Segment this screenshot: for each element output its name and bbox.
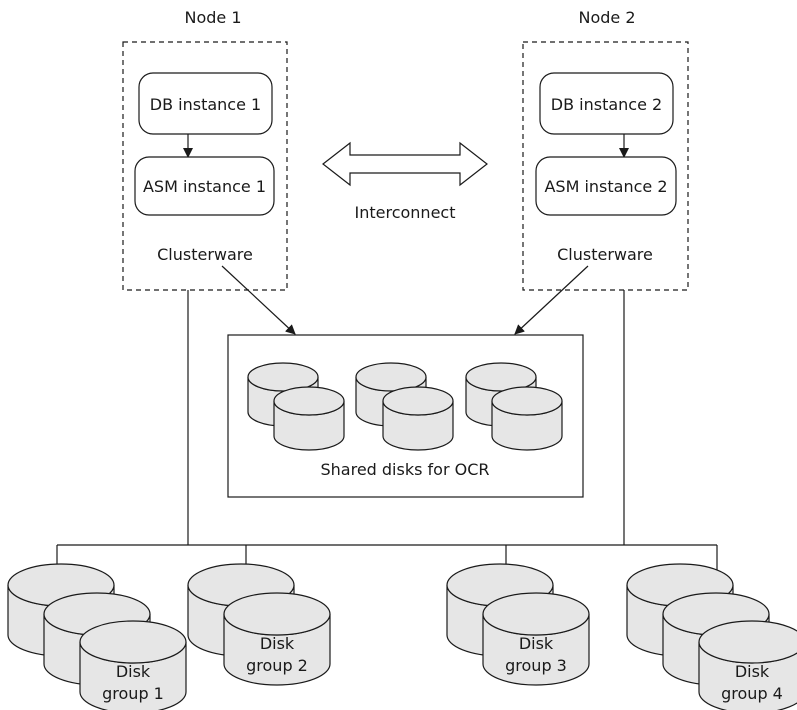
node-2-title: Node 2 bbox=[578, 8, 635, 27]
shared-disks-box: Shared disks for OCR bbox=[227, 334, 584, 498]
disk-group-3-label-line2: group 3 bbox=[505, 656, 567, 675]
asm-instance-2-label: ASM instance 2 bbox=[544, 177, 667, 196]
disk-group-2-disk-2 bbox=[223, 592, 331, 686]
asm-instance-1-label: ASM instance 1 bbox=[143, 177, 266, 196]
ocr-cylinders bbox=[247, 362, 563, 451]
disk-groups: Disk group 1 Disk group 2 Disk group 3 Disk gro… bbox=[7, 563, 797, 710]
ocr-disk-4 bbox=[382, 386, 454, 451]
ocr-disk-2 bbox=[273, 386, 345, 451]
node-1-boundary bbox=[122, 41, 288, 291]
disk-group-2-label-line1: Disk bbox=[260, 634, 295, 653]
node-1: Node 1 DB instance 1 ASM instance 1 Clus… bbox=[122, 8, 288, 291]
shared-disks-label: Shared disks for OCR bbox=[320, 460, 489, 479]
disk-group-3-label-line1: Disk bbox=[519, 634, 554, 653]
interconnect-double-arrow bbox=[322, 141, 488, 187]
disk-group-1-label-line1: Disk bbox=[116, 662, 151, 681]
disk-group-4-label-line1: Disk bbox=[735, 662, 770, 681]
disk-group-1-disk-3 bbox=[79, 620, 187, 710]
db-instance-1-label: DB instance 1 bbox=[150, 95, 261, 114]
disk-group-3-disk-2 bbox=[482, 592, 590, 686]
db-instance-1-box bbox=[138, 72, 273, 135]
asm-instance-2-box bbox=[535, 156, 677, 216]
node-2-boundary bbox=[522, 41, 689, 291]
node-2: Node 2 DB instance 2 ASM instance 2 Clus… bbox=[522, 8, 689, 291]
asm-instance-1-box bbox=[134, 156, 275, 216]
db-instance-2-label: DB instance 2 bbox=[551, 95, 662, 114]
node-2-to-ocr-arrow bbox=[514, 265, 589, 335]
disk-group-4-label-line2: group 4 bbox=[721, 684, 783, 703]
disk-group-2-label-line2: group 2 bbox=[246, 656, 308, 675]
ocr-disk-6 bbox=[491, 386, 563, 451]
node-1-to-ocr-arrow bbox=[221, 265, 296, 335]
node-2-clusterware-label: Clusterware bbox=[557, 245, 653, 264]
db-instance-2-box bbox=[539, 72, 674, 135]
node-1-clusterware-label: Clusterware bbox=[157, 245, 253, 264]
disk-group-4-disk-3 bbox=[698, 620, 797, 710]
disk-group-1-label-line2: group 1 bbox=[102, 684, 164, 703]
interconnect: Interconnect bbox=[322, 141, 488, 222]
interconnect-label: Interconnect bbox=[355, 203, 456, 222]
node-1-title: Node 1 bbox=[184, 8, 241, 27]
